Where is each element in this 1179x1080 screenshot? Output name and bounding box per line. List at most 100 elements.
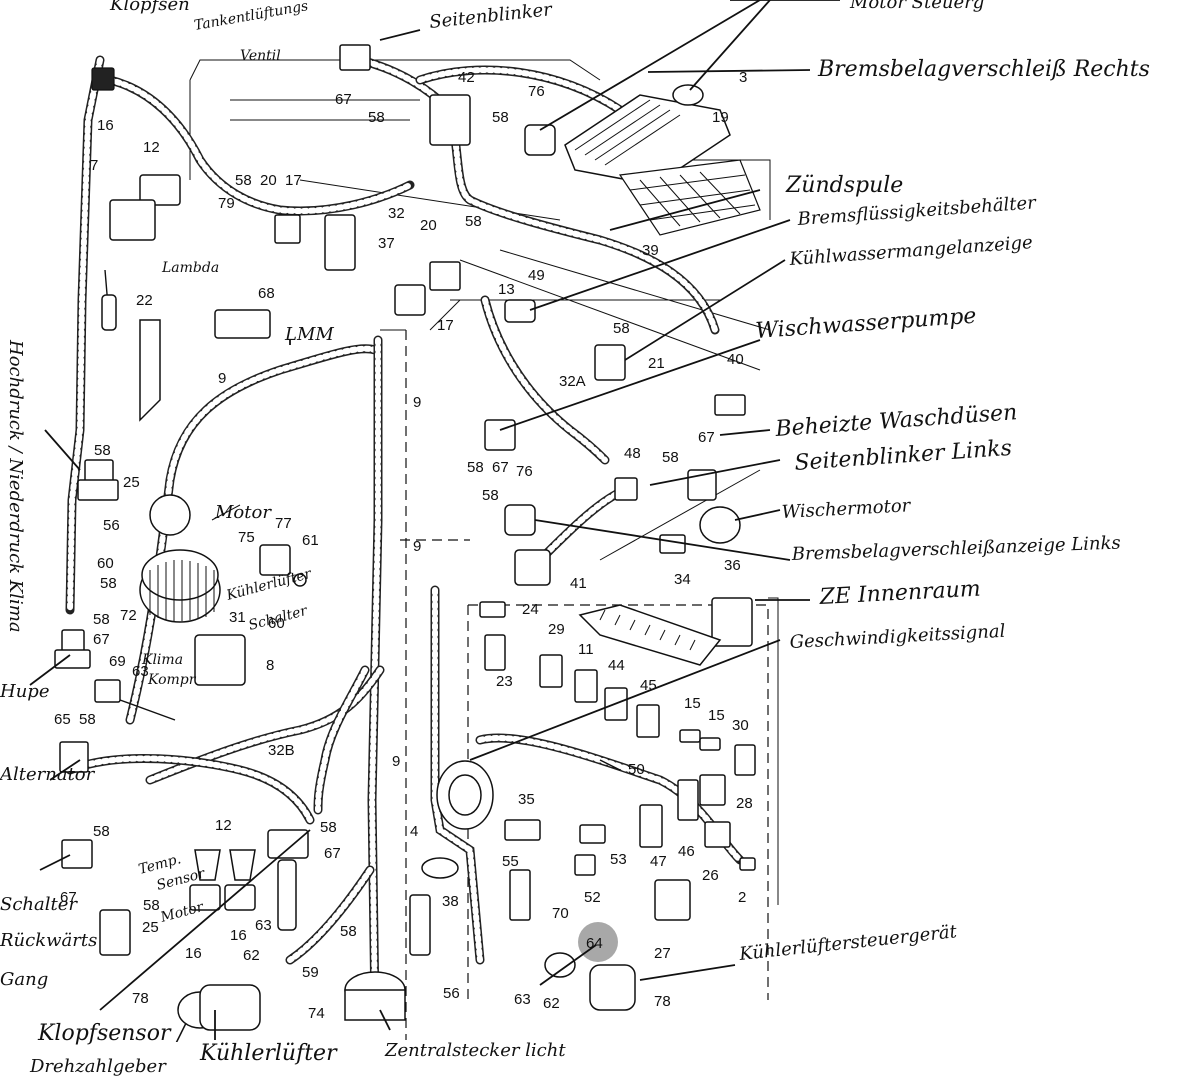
num-12: 12 [143, 139, 160, 156]
label-coolant-low: Kühlwassermangelanzeige [788, 232, 1033, 270]
num-16: 16 [97, 117, 114, 134]
label-lambda: Lambda [161, 260, 219, 276]
num-63: 63 [132, 663, 149, 680]
num-63c: 63 [514, 991, 531, 1008]
num-74: 74 [308, 1005, 325, 1022]
label-klima2: Kompr [147, 672, 197, 688]
num-56: 56 [103, 517, 120, 534]
num-21: 21 [648, 355, 665, 372]
num-47: 47 [650, 853, 667, 870]
label-pressure: Hochdruck / Niederdruck Klima [5, 339, 26, 633]
label-lmm: LMM [284, 324, 334, 345]
num-16b: 16 [185, 945, 202, 962]
num-67d: 67 [492, 459, 509, 476]
num-9c: 9 [413, 538, 421, 555]
num-9d: 9 [392, 753, 400, 770]
num-61: 61 [302, 532, 319, 549]
num-35: 35 [518, 791, 535, 808]
num-77: 77 [275, 515, 292, 532]
num-58f: 58 [143, 897, 160, 914]
num-44: 44 [608, 657, 625, 674]
num-58h: 58 [368, 109, 385, 126]
num-62b: 62 [543, 995, 560, 1012]
label-wiper: Wischermotor [781, 495, 912, 523]
num-78b: 78 [654, 993, 671, 1010]
num-32A: 32A [559, 373, 586, 390]
num-68: 68 [258, 285, 275, 302]
num-70: 70 [552, 905, 569, 922]
label-klima: Klima [141, 652, 183, 668]
num-15: 15 [684, 695, 701, 712]
num-50: 50 [628, 761, 645, 778]
num-67e: 67 [698, 429, 715, 446]
num-7: 7 [90, 157, 98, 174]
num-20: 20 [260, 172, 277, 189]
num-9: 9 [218, 370, 226, 387]
blower-hatch [149, 560, 215, 621]
num-19: 19 [712, 109, 729, 126]
num-49: 49 [528, 267, 545, 284]
num-58p: 58 [94, 442, 111, 459]
num-40: 40 [727, 351, 744, 368]
num-59: 59 [302, 964, 319, 981]
num-29: 29 [548, 621, 565, 638]
num-75: 75 [238, 529, 255, 546]
num-11: 11 [578, 641, 594, 658]
num-22: 22 [136, 292, 153, 309]
num-9b: 9 [413, 394, 421, 411]
label-horn: Hupe [0, 681, 49, 702]
frame-lines [189, 59, 779, 1040]
num-58k: 58 [613, 320, 630, 337]
num-55: 55 [502, 853, 519, 870]
label-fan-ctrl: Kühlerlüftersteuergerät [737, 921, 958, 965]
label-side-top: Seitenblinker [428, 0, 554, 33]
highlight-marker [578, 922, 618, 962]
num-13: 13 [498, 281, 515, 298]
num-58n: 58 [482, 487, 499, 504]
num-46: 46 [678, 843, 695, 860]
num-48: 48 [624, 445, 641, 462]
num-58b: 58 [100, 575, 117, 592]
label-temp3: Motor [158, 899, 206, 926]
label-fan: Kühlerlüfter [199, 1041, 338, 1066]
num-12b: 12 [215, 817, 232, 834]
label-top-left: Klopfsen [109, 0, 190, 15]
label-ze: ZE Innenraum [818, 577, 981, 610]
num-4: 4 [410, 823, 418, 840]
num-53: 53 [610, 851, 627, 868]
leader-lines [29, 0, 840, 1040]
num-76: 76 [528, 83, 545, 100]
num-3: 3 [739, 69, 747, 86]
label-knock: Klopfsensor / [37, 1021, 187, 1046]
label-alternator: Alternator [0, 764, 96, 785]
num-67: 67 [93, 631, 110, 648]
num-58d: 58 [79, 711, 96, 728]
num-56b: 56 [443, 985, 460, 1002]
num-20b: 20 [420, 217, 437, 234]
num-72: 72 [120, 607, 137, 624]
label-motor-blower: Motor [214, 502, 272, 523]
num-37: 37 [378, 235, 395, 252]
num-26: 26 [702, 867, 719, 884]
label-knock2: Drehzahlgeber [29, 1056, 167, 1077]
num-23: 23 [496, 673, 513, 690]
num-60b: 60 [268, 615, 285, 632]
num-45: 45 [640, 677, 657, 694]
num-36: 36 [724, 557, 741, 574]
num-58j: 58 [465, 213, 482, 230]
num-69: 69 [109, 653, 126, 670]
num-62: 62 [243, 947, 260, 964]
num-58o: 58 [320, 819, 337, 836]
num-32: 32 [388, 205, 405, 222]
num-32B: 32B [268, 742, 295, 759]
num-41: 41 [570, 575, 587, 592]
num-52: 52 [584, 889, 601, 906]
num-15b: 15 [708, 707, 725, 724]
num-67c: 67 [335, 91, 352, 108]
num-2: 2 [738, 889, 746, 906]
label-speed: Geschwindigkeitssignal [789, 621, 1006, 653]
num-34: 34 [674, 571, 691, 588]
num-25b: 25 [142, 919, 159, 936]
num-67b: 67 [60, 889, 77, 906]
label-tank-valve: Ventil [240, 48, 281, 64]
